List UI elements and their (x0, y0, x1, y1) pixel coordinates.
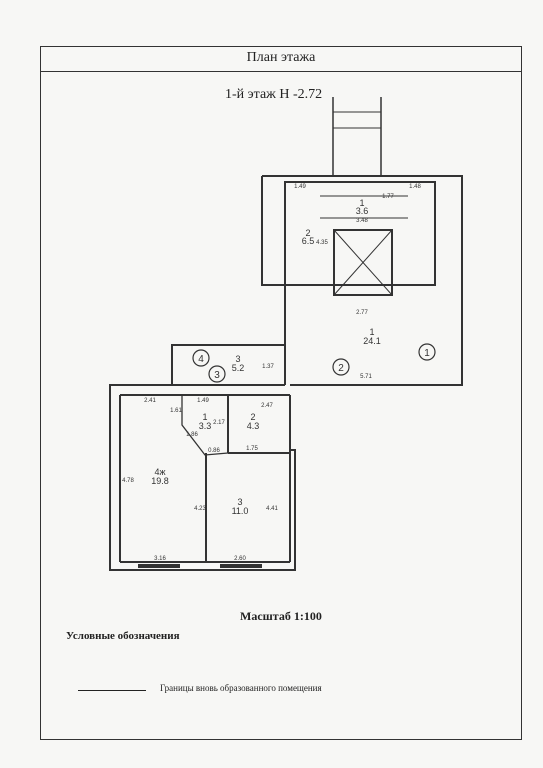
dim-3: 3.48 (356, 218, 368, 224)
dim-12: 2.17 (213, 420, 225, 426)
marker-1-circle (418, 343, 436, 361)
legend-line-sample (78, 690, 146, 691)
room-2-area: 6.5 (302, 236, 315, 246)
dim-5: 2.77 (356, 310, 368, 316)
scale-label: Масштаб 1:100 (240, 609, 322, 623)
room-2-small-area: 4.3 (247, 421, 260, 431)
room-1-hall-number: 1 (369, 327, 374, 337)
stair-block (284, 181, 436, 286)
room-3-corridor-area: 5.2 (232, 363, 245, 373)
dim-9: 2.41 (144, 398, 156, 404)
legend-item-label: Границы вновь образованного помещения (160, 683, 322, 693)
dim-14: 1.86 (186, 432, 198, 438)
outer-wall-east (262, 175, 463, 386)
marker-2-circle (332, 358, 350, 376)
dim-11: 1.61 (170, 408, 182, 414)
elevator-shaft (333, 229, 393, 296)
dim-15: 1.75 (246, 446, 258, 452)
dim-17: 4.78 (122, 478, 134, 484)
room-3-corridor-number: 3 (235, 354, 240, 364)
dim-8: 5.71 (360, 374, 372, 380)
dim-20: 3.16 (154, 556, 166, 562)
dim-19: 4.41 (266, 506, 278, 512)
marker-3-circle (208, 365, 226, 383)
room-1-stair-area: 3.6 (356, 206, 369, 216)
dim-2: 1.48 (409, 184, 421, 190)
dim-16: 0.86 (208, 448, 220, 454)
marker-3-label: 3 (214, 370, 220, 381)
dim-1: 1.49 (294, 184, 306, 190)
room-4zh-number: 4ж (154, 467, 165, 477)
plan-walls (109, 97, 463, 571)
dim-10: 1.49 (197, 398, 209, 404)
dim-13: 2.47 (261, 403, 273, 409)
dim-6: 1.77 (382, 194, 394, 200)
marker-4-label: 4 (198, 354, 204, 365)
room-2-number: 2 (305, 228, 310, 238)
dim-21: 2.60 (234, 556, 246, 562)
document-title: План этажа (40, 46, 522, 72)
marker-2-label: 2 (338, 363, 344, 374)
dim-7: 1.37 (262, 364, 274, 370)
room-1-hall-area: 24.1 (363, 336, 381, 346)
room-1-small-area: 3.3 (199, 421, 212, 431)
legend-title: Условные обозначения (66, 630, 180, 642)
room-2-small-number: 2 (250, 412, 255, 422)
floor-label: 1-й этаж Н -2.72 (225, 87, 323, 102)
marker-4-circle (192, 349, 210, 367)
marker-1-label: 1 (424, 348, 430, 359)
document-frame (40, 46, 522, 740)
dim-4: 4.35 (316, 240, 328, 246)
room-4zh-area: 19.8 (151, 476, 169, 486)
room-3-area: 11.0 (232, 506, 249, 516)
room-3-number: 3 (237, 497, 242, 507)
dim-18: 4.23 (194, 506, 206, 512)
room-1-small-number: 1 (202, 412, 207, 422)
room-1-stair-number: 1 (359, 198, 364, 208)
